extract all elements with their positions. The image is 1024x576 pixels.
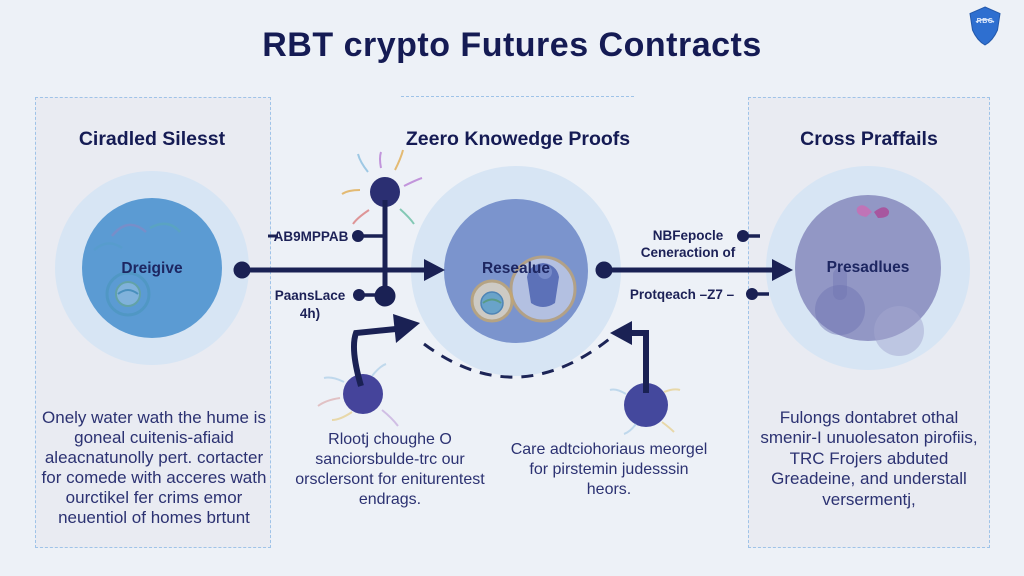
connector-label-paanslace: PaansLace [274, 288, 346, 303]
connector-label-4h: 4h) [299, 306, 321, 321]
paragraph-right: Fulongs dontabret othal smenir-I unuoles… [760, 408, 978, 509]
page-title: RBT crypto Futures Contracts [262, 26, 762, 64]
panel-middle-top-edge [401, 96, 634, 97]
paragraph-middle-left: Rlootj choughe O sanciorsbulde-trc our o… [295, 431, 485, 509]
bottom-left-node-arrow [343, 314, 420, 414]
shield-logo-text: RBC [976, 18, 994, 25]
connector-label-ceneraction: Ceneraction of [640, 245, 736, 260]
scribble-top-node-icon [341, 149, 423, 225]
panel-header-middle: Zeero Knowedge Proofs [405, 128, 631, 150]
paragraph-left: Onely water wath the hume is goneal cuit… [41, 408, 267, 528]
connector-label-ab9mppab: AB9MPPAB [273, 229, 349, 244]
scribble-bottom-left-node-icon [317, 363, 399, 427]
shield-logo-icon: RBC [968, 6, 1002, 46]
connector-label-protqeach: Protqeach –Z7 – [629, 287, 735, 302]
scribble-bottom-right-node-icon [609, 388, 681, 435]
circle-label-dreigive: Dreigive [121, 260, 183, 277]
panel-header-right: Cross Praffails [800, 128, 938, 150]
circle-label-resealue: Resealue [481, 260, 551, 277]
circle-label-presadlues: Presadlues [826, 259, 910, 276]
paragraph-middle-right: Care adtciohoriaus meorgel for pirstemin… [510, 441, 708, 499]
bottom-right-node-arrow [610, 321, 668, 427]
circle-dreigive [82, 198, 222, 338]
panel-header-left: Ciradled Silesst [78, 128, 226, 150]
connector-label-nbfepocle: NBFepocle [652, 228, 724, 243]
